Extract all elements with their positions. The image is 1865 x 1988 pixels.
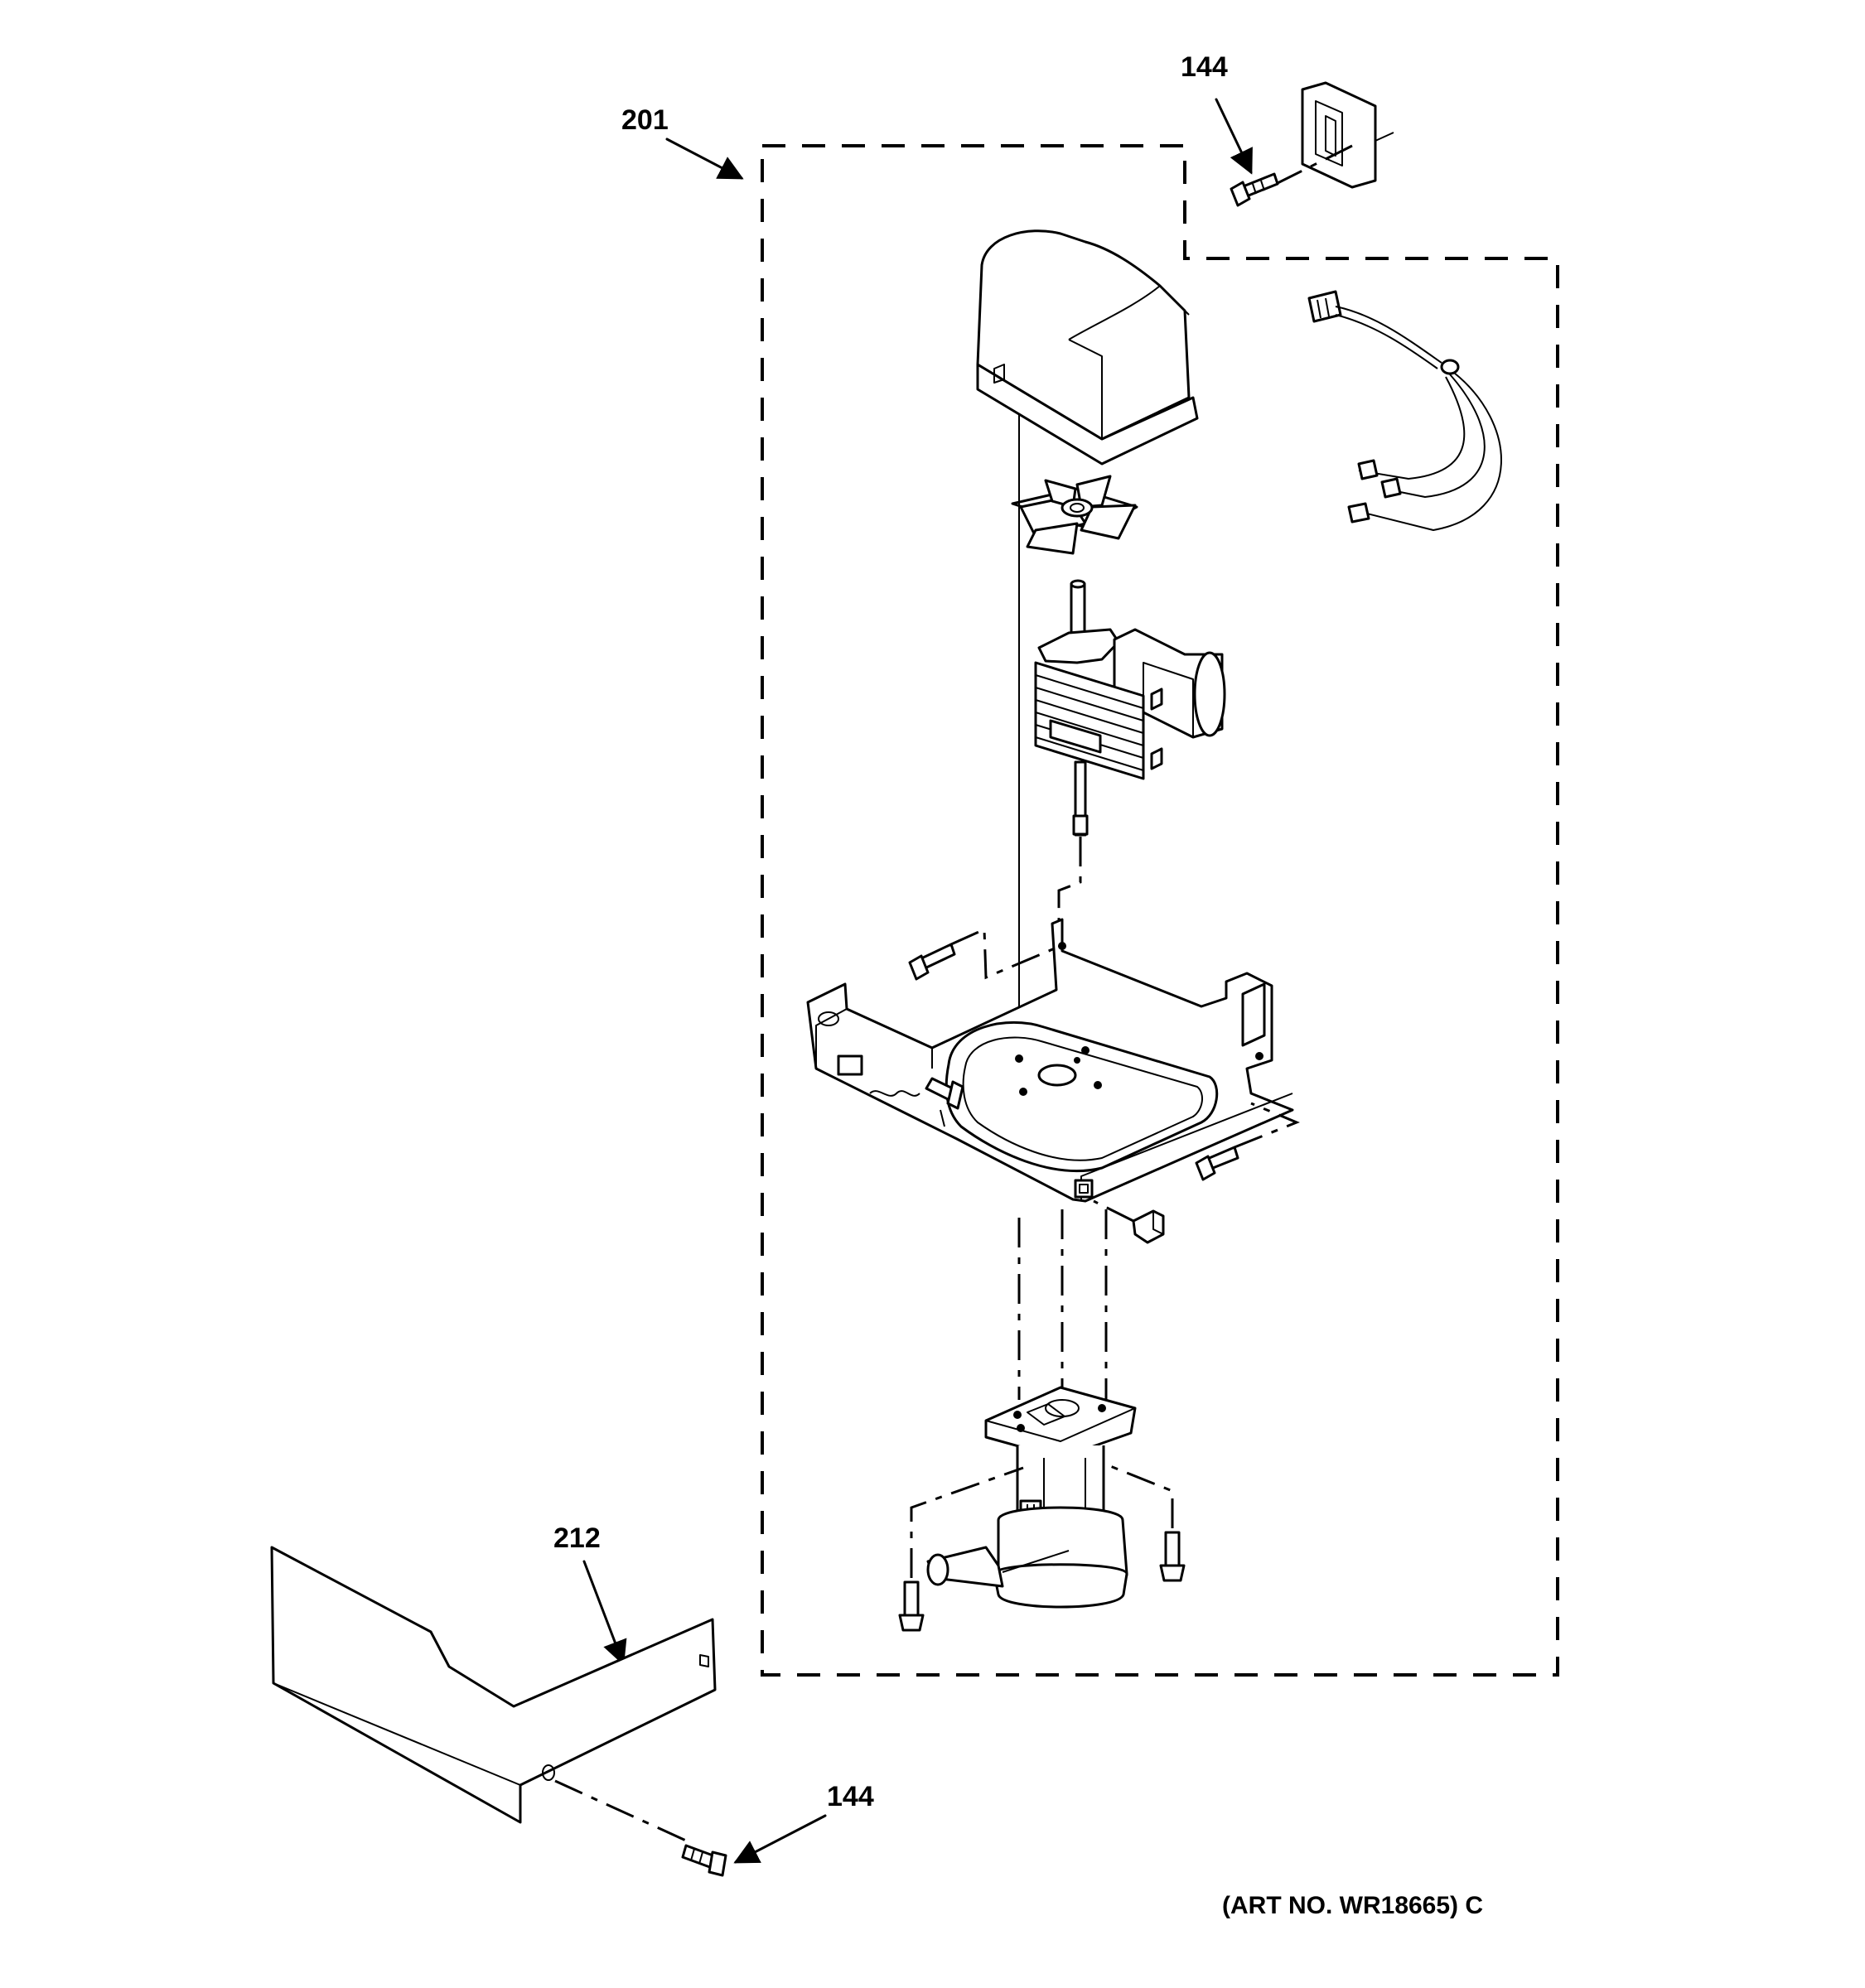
screw-144-bottom [681, 1844, 727, 1877]
callout-201[interactable]: 201 [621, 104, 744, 180]
mounting-bracket [1275, 81, 1394, 189]
wire-clip [1093, 1199, 1165, 1244]
art-number: (ART NO. WR18665) C [1222, 1892, 1483, 1919]
screw-144-top [1230, 172, 1279, 207]
callout-212-label: 212 [553, 1522, 601, 1554]
callout-201-leader [665, 138, 744, 180]
callout-144-bottom-label: 144 [827, 1781, 874, 1812]
screw-housing-left [898, 1466, 1024, 1632]
callout-144-top-leader [1215, 98, 1253, 175]
callout-144-top[interactable]: 144 [1181, 51, 1253, 175]
assembly-boundary [761, 144, 1559, 1677]
cover-panel-212 [270, 1546, 717, 1842]
callout-144-top-label: 144 [1181, 51, 1228, 83]
motor-cover [976, 229, 1199, 466]
fan-motor [1034, 579, 1226, 837]
callout-144-bottom-leader [733, 1814, 827, 1864]
screw-bracket-left-top [908, 927, 1061, 981]
wire-harness [1307, 290, 1502, 531]
drive-housing [926, 1386, 1137, 1609]
fan-blade [1011, 475, 1138, 555]
motor-bracket [806, 918, 1294, 1203]
assembly-centerlines [1017, 414, 1108, 1400]
screw-bracket-left-bottom [925, 1077, 964, 1127]
callout-212[interactable]: 212 [553, 1522, 627, 1666]
callout-201-label: 201 [621, 104, 669, 136]
screw-housing-right [1105, 1463, 1186, 1582]
callout-144-bottom[interactable]: 144 [733, 1781, 874, 1864]
callout-212-leader [582, 1560, 627, 1666]
screw-bracket-right [1195, 1102, 1300, 1181]
